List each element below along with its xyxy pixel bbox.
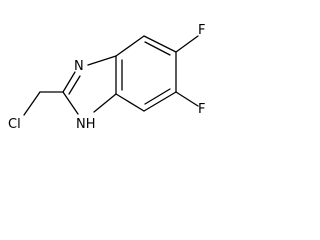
bond-c7a-n1 xyxy=(87,55,117,66)
bond-n1-c2 xyxy=(62,71,76,93)
bond-c5-f xyxy=(175,35,199,53)
bond-c4-c5 xyxy=(143,35,177,53)
atom-label-nh: NH xyxy=(76,117,96,132)
bond-c7-c3a xyxy=(115,93,145,112)
bond-c6-c7 xyxy=(143,91,177,112)
molecule-diagram: N NH F F Cl xyxy=(0,0,237,156)
structure-drawing: N NH F F Cl xyxy=(8,23,205,132)
atom-label-f-upper: F xyxy=(198,23,205,38)
bond-c6-c7-double xyxy=(144,88,171,105)
bond-n1-c2-double xyxy=(68,75,81,95)
bond-ch2-cl xyxy=(23,91,41,116)
bond-n3-c3a xyxy=(93,93,117,113)
bond-c6-f xyxy=(175,91,199,107)
atom-label-n: N xyxy=(74,59,84,74)
atom-label-f-lower: F xyxy=(198,102,205,117)
bond-c2-n3 xyxy=(62,91,79,115)
bond-c7a-c4 xyxy=(115,35,145,57)
bond-c4-c5-double xyxy=(144,41,171,56)
atom-label-cl: Cl xyxy=(8,117,21,132)
